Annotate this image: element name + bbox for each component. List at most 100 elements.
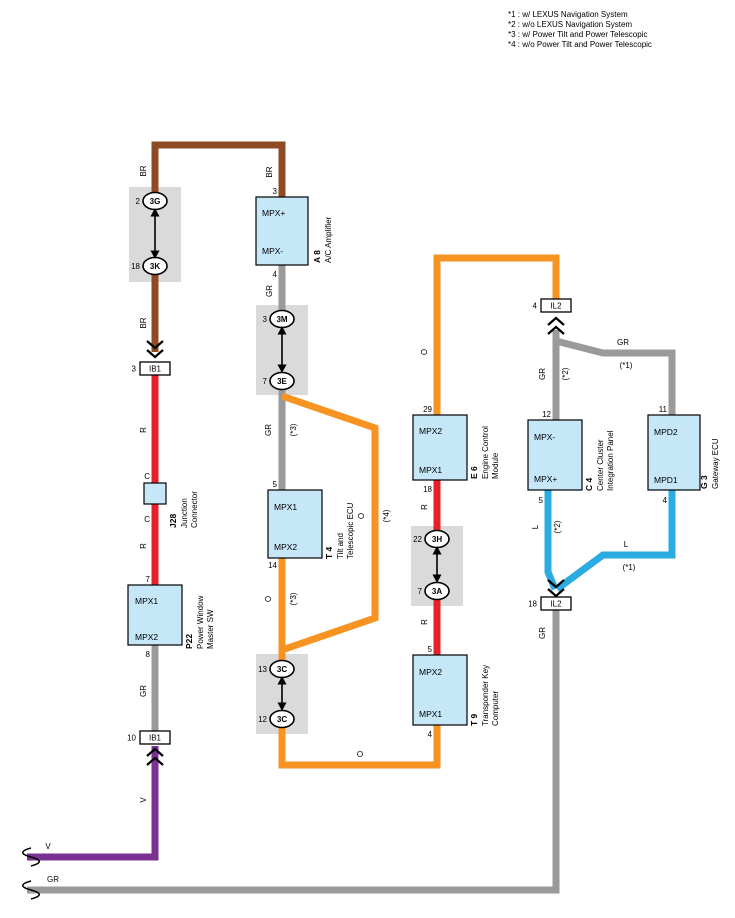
label-r-j28-p22: R — [139, 543, 148, 549]
box-center-cluster-integration-panel — [527, 419, 583, 491]
p22-name-line2: Master SW — [206, 609, 215, 649]
c4-name-line2: Integration Panel — [606, 430, 615, 491]
chevron-into-il2-upper-icon — [547, 316, 565, 326]
t9-cell-bottom: MPX1 — [419, 709, 442, 719]
arrowhead-3g-up-icon — [150, 208, 160, 217]
e6-id: E 6 — [469, 466, 479, 479]
label-o-bypass-note: (*4) — [382, 509, 391, 522]
label-gr-il2-c4: GR — [538, 368, 547, 380]
connector-il2-lower-label: IL2 — [550, 600, 562, 609]
label-l-g3: L — [624, 540, 629, 549]
t4-pin-top: 5 — [273, 480, 278, 489]
connector-3m-pin: 3 — [263, 315, 268, 324]
p22-pin-top: 7 — [146, 575, 151, 584]
c4-pin-top: 12 — [542, 410, 551, 419]
connector-ib1-upper — [139, 361, 171, 376]
label-r-ib1-j28: R — [139, 427, 148, 433]
break-gray-icon — [21, 880, 41, 900]
wire-labels: BR BR BR R R GR V V GR GR (*3) O (*4) O … — [45, 165, 635, 884]
a8-name: A/C Amplifier — [324, 216, 333, 263]
legend-line-2: *2 : w/o LEXUS Navigation System — [508, 20, 632, 29]
a8-cell-top: MPX+ — [262, 208, 285, 218]
chevron-into-ib1-lower2-icon — [146, 756, 164, 766]
label-l-c4-note: (*2) — [553, 520, 562, 533]
component-boxes — [127, 196, 701, 726]
p22-id: P22 — [184, 634, 194, 649]
g3-cell-top: MPD2 — [654, 427, 678, 437]
label-gr-bottom: GR — [47, 875, 59, 884]
wire-blue-c4-il2 — [544, 488, 559, 591]
label-gr-il2-down: GR — [538, 627, 547, 639]
a8-pin-top: 3 — [273, 187, 278, 196]
j28-name-line2: Connector — [190, 491, 199, 528]
connector-ib1-lower — [139, 730, 171, 745]
label-v-horizontal: V — [45, 842, 51, 851]
wire-violet-ib1-left — [27, 746, 159, 861]
arrowhead-3k-down-icon — [150, 250, 160, 259]
chevron-into-ib1-upper2-icon — [146, 349, 164, 359]
chevron-into-il2-lower2-icon — [547, 588, 565, 598]
label-o-e6-il2: O — [420, 349, 429, 355]
t9-name-line1: Transponder Key — [481, 665, 490, 726]
connector-3h-pin: 22 — [413, 535, 422, 544]
legend-line-4: *4 : w/o Power Tilt and Power Telescopic — [508, 40, 652, 49]
label-gr-to-g3-note: (*1) — [620, 361, 633, 370]
c4-id: C 4 — [584, 478, 594, 492]
legend-line-3: *3 : w/ Power Tilt and Power Telescopic — [508, 30, 647, 39]
t4-id: T 4 — [324, 546, 334, 559]
t9-id: T 9 — [469, 713, 479, 726]
t9-cell-top: MPX2 — [419, 667, 442, 677]
label-v-vertical: V — [139, 797, 148, 803]
label-o-bottom: O — [357, 750, 363, 759]
e6-name-line2: Module — [491, 452, 500, 479]
connector-3k-label: 3K — [150, 262, 160, 271]
connector-3a-label: 3A — [432, 587, 442, 596]
label-br-to-ib1: BR — [139, 317, 148, 328]
g3-id: G 3 — [699, 475, 709, 489]
arrowhead-3a-down-icon — [432, 574, 442, 583]
t4-cell-top: MPX1 — [274, 502, 297, 512]
a8-id: A 8 — [312, 250, 322, 263]
arrowhead-3c-up-icon — [277, 676, 287, 685]
connector-3e-label: 3E — [277, 377, 287, 386]
c4-pin-bottom: 5 — [539, 496, 544, 505]
g3-cell-bottom: MPD1 — [654, 475, 678, 485]
t4-cell-bottom: MPX2 — [274, 542, 297, 552]
chevron-into-il2-lower-icon — [547, 579, 565, 589]
label-gr-3e-t4-note: (*3) — [289, 423, 298, 436]
label-l-c4: L — [531, 524, 540, 529]
connector-3e-pin: 7 — [263, 377, 268, 386]
arrowhead-3e-down-icon — [277, 364, 287, 373]
e6-cell-bottom: MPX1 — [419, 465, 442, 475]
j28-cavity-top: C — [144, 472, 150, 481]
e6-pin-bottom: 18 — [423, 485, 432, 494]
arrowhead-3h-up-icon — [432, 546, 442, 555]
component-texts: MPX+ MPX- 3 4 A 8 A/C Amplifier C C J28 … — [135, 187, 720, 739]
connector-3k-pin: 18 — [131, 262, 140, 271]
t9-pin-bottom: 4 — [428, 730, 433, 739]
a8-cell-bottom: MPX- — [262, 246, 283, 256]
a8-pin-bottom: 4 — [273, 270, 278, 279]
break-violet-icon — [21, 847, 41, 867]
label-gr-il2-c4-note: (*2) — [561, 367, 570, 380]
connector-texts: 3G 2 3K 18 3M 3 3E 7 3H 22 3A 7 3C 13 3C… — [127, 197, 562, 743]
label-br-loop-left: BR — [139, 165, 148, 176]
box-engine-control-module — [412, 414, 468, 481]
t9-pin-top: 5 — [428, 645, 433, 654]
box-transponder-key-computer — [412, 654, 468, 726]
label-gr-3e-t4: GR — [264, 424, 273, 436]
t4-pin-bottom: 14 — [268, 561, 277, 570]
t4-name-line2: Telescopic ECU — [346, 502, 355, 559]
connector-3g-pin: 2 — [136, 197, 141, 206]
connector-3c-lower-pin: 12 — [258, 715, 267, 724]
wire-orange-3c-t9 — [278, 721, 441, 769]
chevron-into-ib1-upper-icon — [146, 340, 164, 350]
label-r-e6-3h: R — [420, 504, 429, 510]
label-gr-to-g3: GR — [617, 338, 629, 347]
connector-il2-upper-label: IL2 — [550, 302, 562, 311]
connector-3a-pin: 7 — [418, 587, 423, 596]
connector-il2-upper-pin: 4 — [533, 302, 538, 311]
wire-gray-il2-g3 — [555, 337, 676, 417]
p22-cell-bottom: MPX2 — [135, 632, 158, 642]
e6-name-line1: Engine Control — [481, 426, 490, 479]
